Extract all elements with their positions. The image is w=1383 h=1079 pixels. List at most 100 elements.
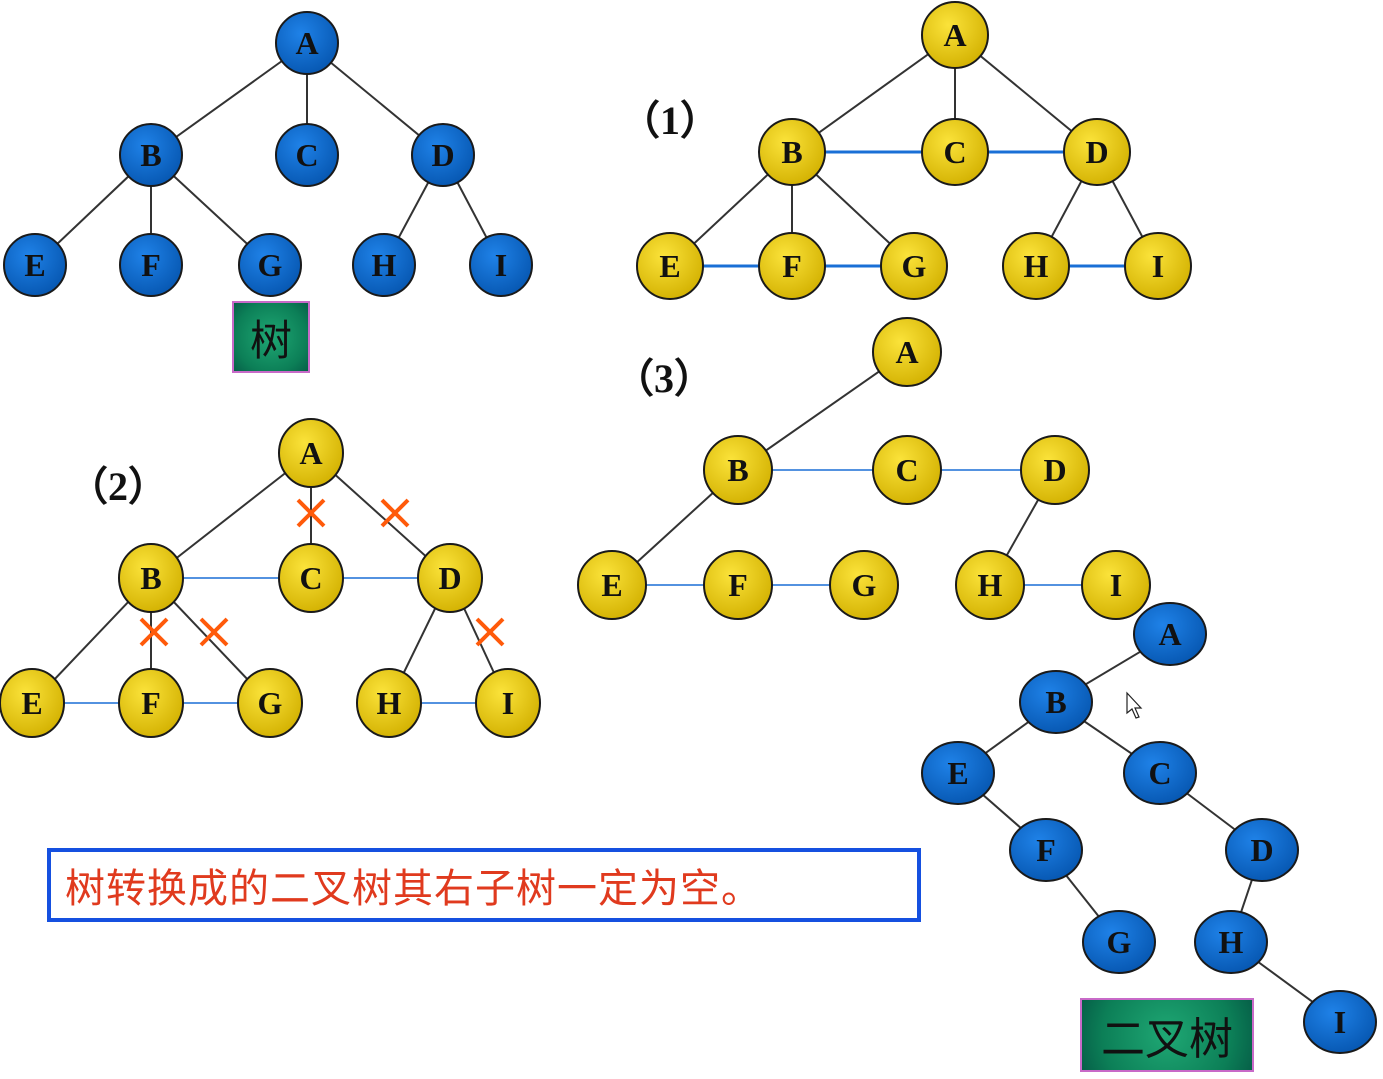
- node-shape: [872, 317, 942, 387]
- original-tree-node-D: D: [411, 123, 475, 187]
- node-shape: [475, 668, 541, 738]
- binary-tree-node-B: B: [1019, 670, 1093, 734]
- node-label: I: [1110, 567, 1122, 603]
- step1-tree-node-E: E: [636, 232, 704, 300]
- step3-tree-node-E: E: [577, 550, 647, 620]
- binary-tree-label-box: 二叉树: [1080, 998, 1254, 1072]
- node-label: A: [895, 334, 918, 370]
- cross-mark-icon: [380, 498, 410, 528]
- node-shape: [758, 232, 826, 300]
- node-shape: [238, 233, 302, 297]
- node-label: C: [943, 134, 966, 170]
- node-label: H: [1024, 248, 1049, 284]
- node-shape: [955, 550, 1025, 620]
- step2-tree-edge-AB: [150, 452, 312, 579]
- node-shape: [829, 550, 899, 620]
- node-label: G: [258, 247, 283, 283]
- binary-tree-node-A: A: [1133, 602, 1207, 666]
- binary-tree-node-H: H: [1194, 910, 1268, 974]
- mouse-cursor-icon: [1126, 691, 1143, 719]
- node-shape: [636, 232, 704, 300]
- node-label: F: [141, 685, 161, 721]
- step1-label: （1）: [620, 98, 720, 143]
- node-label: C: [299, 560, 322, 596]
- cross-mark-icon: [199, 617, 229, 647]
- node-label: B: [781, 134, 802, 170]
- node-label: G: [1107, 924, 1132, 960]
- node-label: B: [1045, 684, 1066, 720]
- node-shape: [411, 123, 475, 187]
- node-shape: [119, 233, 183, 297]
- node-label: I: [1334, 1004, 1346, 1040]
- node-label: E: [21, 685, 42, 721]
- binary-tree-node-E: E: [921, 741, 995, 805]
- node-label: E: [24, 247, 45, 283]
- tree-label: 树: [249, 315, 292, 365]
- step2-tree-node-I: I: [475, 668, 541, 738]
- node-label: B: [140, 560, 161, 596]
- node-label: A: [943, 17, 966, 53]
- node-label: C: [895, 452, 918, 488]
- node-shape: [872, 435, 942, 505]
- step2-tree-node-A: A: [278, 418, 344, 488]
- node-label: A: [295, 25, 318, 61]
- node-label: I: [502, 685, 514, 721]
- node-label: F: [782, 248, 802, 284]
- node-shape: [1063, 118, 1131, 186]
- node-label: E: [601, 567, 622, 603]
- node-shape: [703, 550, 773, 620]
- node-shape: [921, 741, 995, 805]
- binary-tree-node-I: I: [1303, 990, 1377, 1054]
- node-shape: [118, 543, 184, 613]
- node-label: D: [1043, 452, 1066, 488]
- node-label: I: [495, 247, 507, 283]
- step1-tree-node-H: H: [1002, 232, 1070, 300]
- node-shape: [0, 668, 65, 738]
- node-shape: [1225, 818, 1299, 882]
- node-label: A: [299, 435, 322, 471]
- node-shape: [1082, 910, 1156, 974]
- node-shape: [275, 123, 339, 187]
- node-shape: [1194, 910, 1268, 974]
- step3-tree-node-I: I: [1081, 550, 1151, 620]
- binary-tree-node-F: F: [1009, 818, 1083, 882]
- node-shape: [1123, 741, 1197, 805]
- node-shape: [119, 123, 183, 187]
- step3-tree-node-F: F: [703, 550, 773, 620]
- node-label: B: [140, 137, 161, 173]
- step2-label: （2）: [68, 464, 168, 509]
- original-tree-node-C: C: [275, 123, 339, 187]
- step1-tree-node-C: C: [921, 118, 989, 186]
- node-label: G: [258, 685, 283, 721]
- node-shape: [417, 543, 483, 613]
- node-shape: [118, 668, 184, 738]
- step2-tree-node-G: G: [237, 668, 303, 738]
- step1-tree-node-F: F: [758, 232, 826, 300]
- step3-tree-node-A: A: [872, 317, 942, 387]
- step3-tree-node-D: D: [1020, 435, 1090, 505]
- node-shape: [577, 550, 647, 620]
- node-shape: [1019, 670, 1093, 734]
- node-shape: [356, 668, 422, 738]
- node-shape: [275, 11, 339, 75]
- binary-tree-node-G: G: [1082, 910, 1156, 974]
- node-label: D: [431, 137, 454, 173]
- node-shape: [1009, 818, 1083, 882]
- node-label: F: [141, 247, 161, 283]
- node-label: F: [728, 567, 748, 603]
- node-shape: [703, 435, 773, 505]
- node-shape: [1020, 435, 1090, 505]
- step1-tree-node-B: B: [758, 118, 826, 186]
- node-label: D: [1250, 832, 1273, 868]
- step2-tree-node-B: B: [118, 543, 184, 613]
- node-shape: [1303, 990, 1377, 1054]
- step2-tree-node-F: F: [118, 668, 184, 738]
- original-tree-node-F: F: [119, 233, 183, 297]
- original-tree-edge-AB: [150, 42, 308, 156]
- node-label: I: [1152, 248, 1164, 284]
- node-shape: [1133, 602, 1207, 666]
- original-tree-node-E: E: [3, 233, 67, 297]
- node-label: C: [1148, 755, 1171, 791]
- binary-tree-label: 二叉树: [1101, 1014, 1233, 1065]
- step3-label: （3）: [614, 356, 714, 401]
